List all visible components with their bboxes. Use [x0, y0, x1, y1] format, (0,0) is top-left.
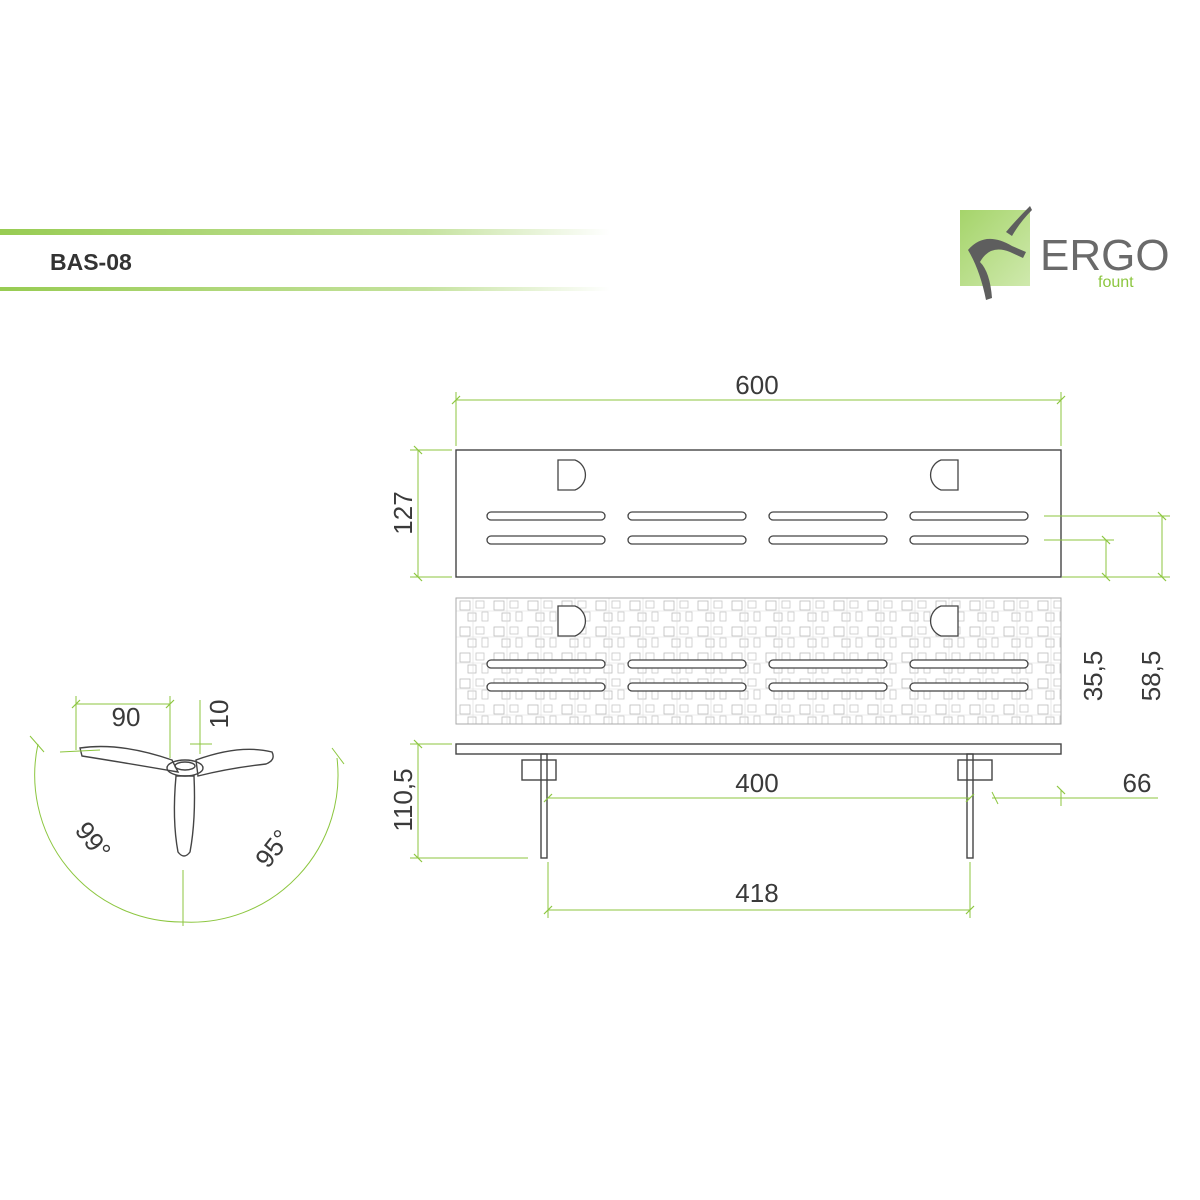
logo-sub: fount — [1098, 274, 1134, 291]
dim-total-height: 110,5 — [388, 768, 418, 831]
mount-hole-left-2 — [557, 605, 587, 637]
dim-overhang: 66 — [1123, 768, 1152, 798]
shelf-front-plate — [455, 743, 1062, 755]
drain-slots-top — [486, 511, 1029, 545]
dim-bracket-outer-span: 418 — [735, 878, 778, 908]
dimension-lines — [29, 392, 1170, 926]
mount-hole-right — [929, 459, 959, 491]
shelf-textured-view — [455, 597, 1062, 725]
logo-brand: ERGO — [1040, 231, 1170, 280]
dim-slot-offset-2: 58,5 — [1136, 651, 1166, 702]
model-code: BAS-08 — [50, 249, 132, 275]
header-banner: BAS-08 — [0, 229, 610, 291]
header-bottom-band — [0, 287, 610, 291]
dim-base-arm: 90 — [112, 702, 141, 732]
holder-arm-left — [79, 745, 180, 773]
holder-hub-inner — [174, 761, 196, 771]
dim-slot-offset-1: 35,5 — [1078, 651, 1108, 702]
bracket-right — [957, 753, 993, 859]
ergo-swoosh-icon — [968, 206, 1032, 300]
header-top-band — [0, 229, 610, 235]
drain-slots-textured — [486, 659, 1029, 692]
mount-hole-left — [557, 459, 587, 491]
shelf-top-view — [455, 449, 1062, 578]
dim-shelf-width: 600 — [735, 370, 778, 400]
bracket-left — [521, 753, 557, 859]
brand-logo: ERGO fount — [960, 206, 1170, 300]
holder-hub — [166, 759, 204, 777]
shelf-top-outline — [455, 449, 1062, 578]
dim-bracket-span: 400 — [735, 768, 778, 798]
holder-arm-bottom — [173, 775, 196, 857]
dim-angle-left: 99° — [69, 816, 117, 865]
dim-angle-right: 95° — [249, 824, 297, 873]
shelf-front-view — [455, 743, 1062, 859]
mount-hole-right-2 — [929, 605, 959, 637]
holder-base-view — [79, 745, 274, 857]
dim-shelf-depth: 127 — [388, 491, 418, 534]
holder-arm-right — [195, 748, 274, 777]
dim-base-thickness: 10 — [204, 700, 234, 729]
